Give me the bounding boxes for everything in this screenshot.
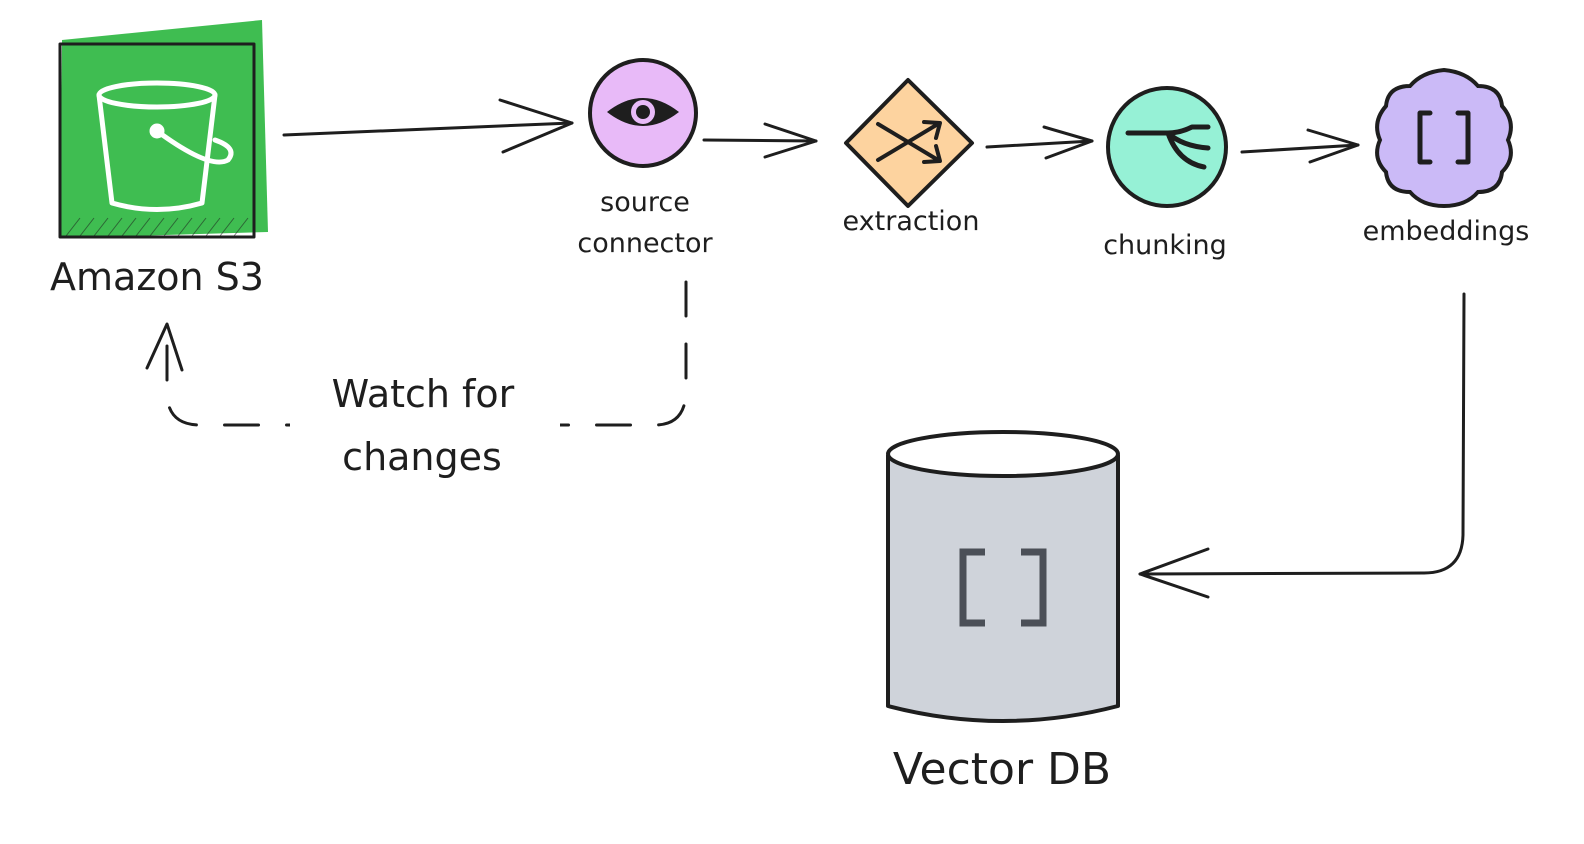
shuffle-icon xyxy=(876,120,942,164)
vector-db-label: Vector DB xyxy=(893,744,1111,795)
s3-hatching xyxy=(65,217,249,237)
source-connector-label-line2: connector xyxy=(577,228,713,259)
s3-node[interactable]: Amazon S3 xyxy=(50,20,268,299)
arrow-s3-to-connector xyxy=(282,98,574,154)
arrow-embeddings-to-vector-db xyxy=(1138,292,1466,599)
watch-loop-label-line2: changes xyxy=(342,435,502,479)
chunking-circle xyxy=(1106,86,1228,208)
watch-loop-label-mask xyxy=(290,370,560,480)
brackets-icon xyxy=(1417,110,1471,165)
vector-db-node[interactable]: Vector DB xyxy=(886,430,1120,795)
chunking-node[interactable]: chunking xyxy=(1103,86,1228,261)
chunking-label: chunking xyxy=(1103,230,1227,261)
extraction-node[interactable]: extraction xyxy=(843,78,980,237)
source-connector-label-line1: source xyxy=(600,187,690,218)
chunk-split-icon xyxy=(1125,124,1211,170)
s3-bucket-icon xyxy=(96,80,234,212)
watch-loop-label-line1: Watch for xyxy=(332,372,515,416)
s3-frame xyxy=(58,42,256,239)
s3-label: Amazon S3 xyxy=(50,255,264,299)
arrow-connector-to-extraction xyxy=(702,122,818,159)
source-connector-node[interactable]: source connector xyxy=(577,58,714,259)
arrow-chunking-to-embeddings xyxy=(1240,128,1360,164)
eye-icon xyxy=(607,98,679,126)
arrow-extraction-to-chunking xyxy=(985,125,1094,160)
embeddings-node[interactable]: embeddings xyxy=(1363,67,1530,247)
embeddings-label: embeddings xyxy=(1363,216,1530,247)
vector-db-cylinder-body xyxy=(886,455,1120,723)
extraction-label: extraction xyxy=(843,206,980,237)
embeddings-blob xyxy=(1375,67,1513,209)
vector-db-cylinder-top xyxy=(886,430,1120,478)
brackets-icon xyxy=(959,548,1047,627)
